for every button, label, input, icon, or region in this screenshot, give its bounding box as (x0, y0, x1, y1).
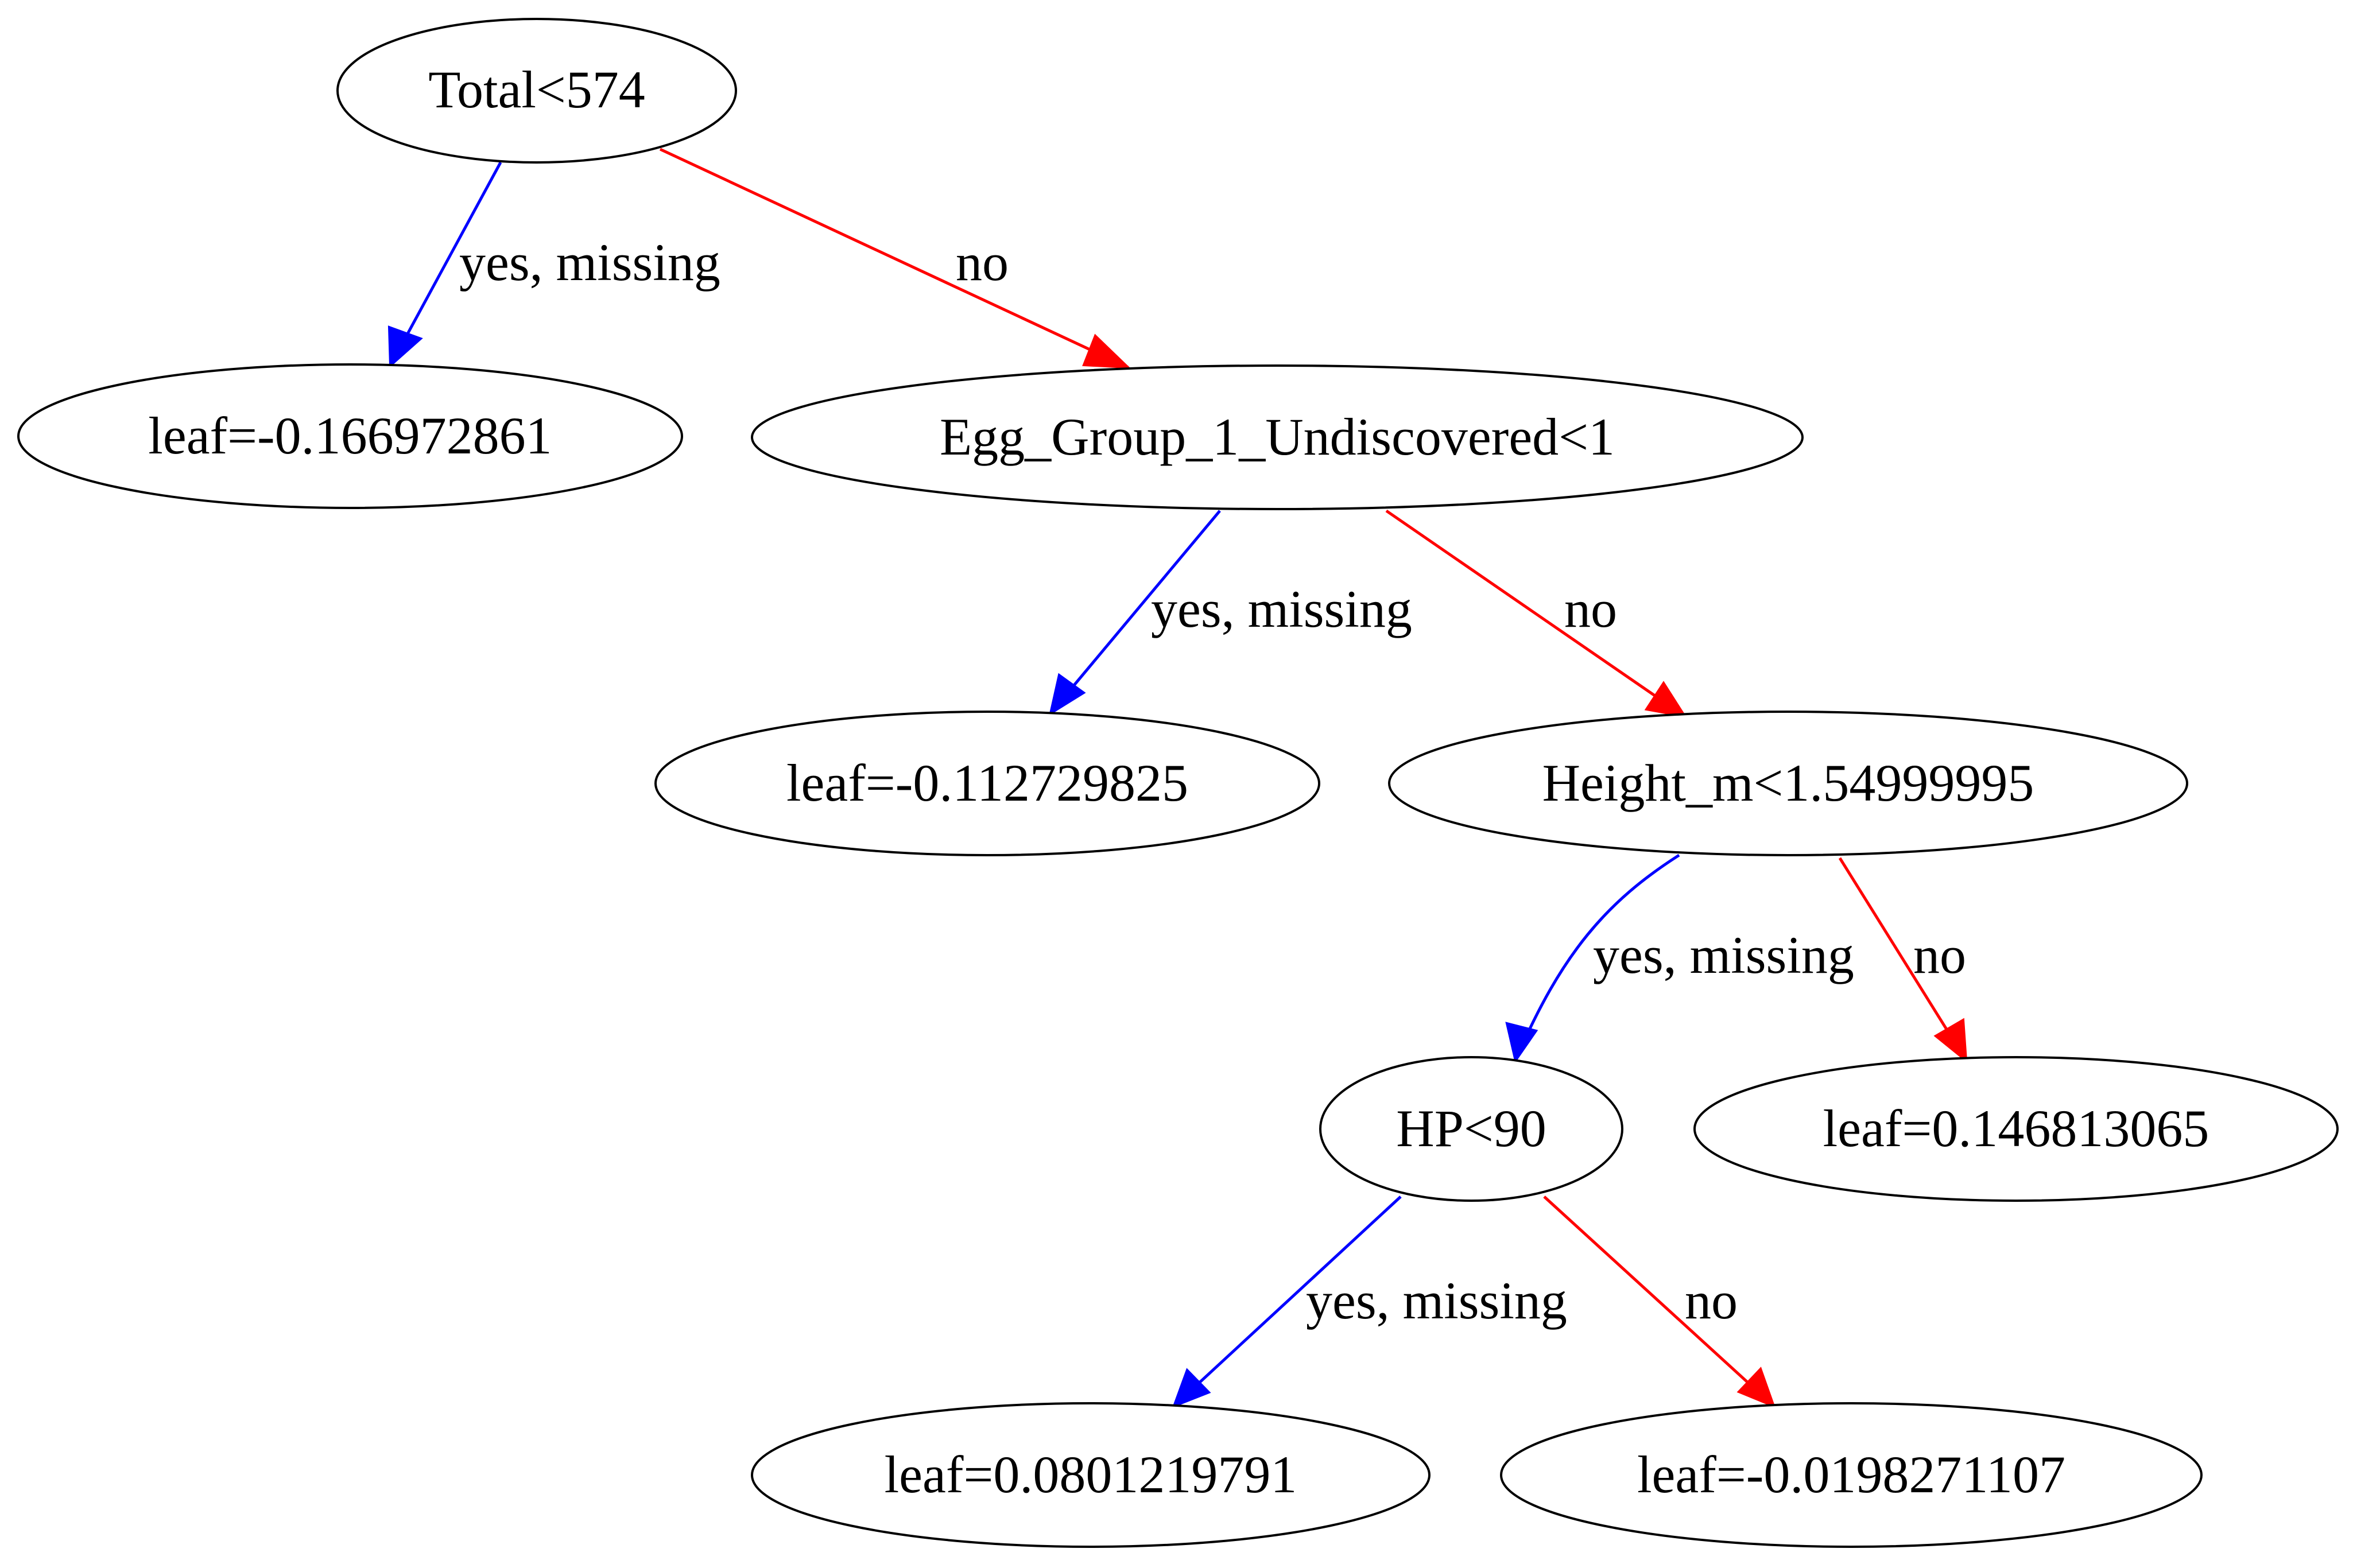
node-label: Egg_Group_1_Undiscovered<1 (940, 407, 1615, 466)
arrowhead-red (1933, 1018, 1968, 1064)
arrowhead-red (1736, 1367, 1776, 1408)
node-label: leaf=-0.0198271107 (1637, 1445, 2065, 1504)
node-height: Height_m<1.54999995 (1388, 711, 2188, 856)
arrowhead-red (1644, 681, 1688, 718)
edge-label-no: no (1685, 1271, 1738, 1330)
node-label: HP<90 (1396, 1099, 1546, 1158)
node-leaf: leaf=-0.0198271107 (1500, 1402, 2203, 1548)
node-egg-group: Egg_Group_1_Undiscovered<1 (751, 364, 1804, 510)
edge-no-height-to-leaf6 (1838, 857, 1968, 1062)
node-leaf: leaf=-0.166972861 (17, 363, 683, 509)
edge-yes-height-to-hp (1514, 853, 1680, 1061)
node-leaf: leaf=0.0801219791 (751, 1402, 1431, 1548)
node-leaf: leaf=-0.112729825 (654, 711, 1320, 856)
node-label: leaf=0.146813065 (1823, 1099, 2209, 1158)
edge-label-no: no (1913, 926, 1966, 984)
edge-label-yes: yes, missing (459, 233, 720, 292)
edge-label-no: no (956, 233, 1009, 292)
edge-yes-hp-to-leaf7 (1173, 1196, 1402, 1407)
edge-no-egggroup-to-height (1385, 509, 1686, 718)
edge-no-total-to-egggroup (659, 148, 1129, 369)
node-hp: HP<90 (1319, 1056, 1623, 1202)
node-leaf: leaf=0.146813065 (1693, 1056, 2339, 1202)
edge-no-hp-to-leaf8 (1543, 1196, 1775, 1407)
node-label: Total<574 (428, 60, 645, 119)
edges (387, 148, 1968, 1408)
edge-label-yes: yes, missing (1593, 926, 1854, 984)
arrowhead-blue (1049, 673, 1086, 716)
arrowhead-blue (387, 325, 423, 368)
node-label: leaf=0.0801219791 (885, 1445, 1297, 1504)
edge-yes-total-to-leaf1 (389, 161, 502, 366)
arrowhead-blue (1505, 1022, 1538, 1064)
edge-label-no: no (1564, 580, 1617, 638)
node-label: leaf=-0.166972861 (148, 406, 552, 465)
edge-labels: yes, missing no yes, missing no yes, mis… (459, 233, 1966, 1330)
node-label: leaf=-0.112729825 (786, 754, 1188, 812)
node-label: Height_m<1.54999995 (1542, 754, 2034, 812)
edge-label-yes: yes, missing (1306, 1271, 1567, 1330)
arrowhead-red (1082, 333, 1131, 369)
edge-yes-egggroup-to-leaf3 (1049, 510, 1221, 715)
node-total: Total<574 (336, 18, 737, 164)
edge-label-yes: yes, missing (1151, 580, 1412, 638)
arrowhead-blue (1172, 1368, 1211, 1408)
